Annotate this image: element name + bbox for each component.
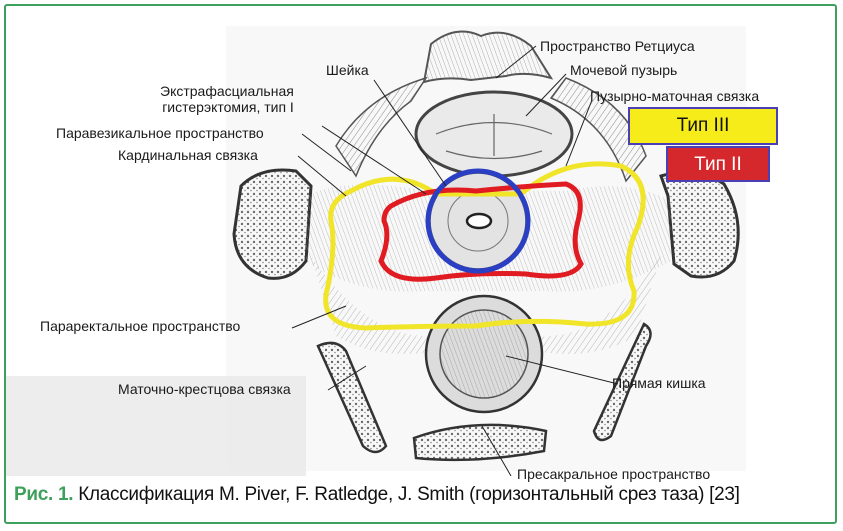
label-paravesical-space: Паравезикальное пространство bbox=[56, 125, 264, 141]
pelvis-cross-section-illustration bbox=[6, 6, 836, 476]
label-rectum: Прямая кишка bbox=[612, 375, 706, 391]
label-pararectal-space: Параректальное пространство bbox=[40, 318, 240, 334]
label-extrafascial-hysterectomy: Экстрафасциальная гистерэктомия, тип I bbox=[160, 83, 294, 115]
label-vesicouterine-ligament: Пузырно-маточная связка bbox=[590, 88, 759, 104]
label-uterosacral-ligament: Маточно-крестцова связка bbox=[118, 381, 291, 397]
label-cervix: Шейка bbox=[326, 62, 369, 78]
label-cardinal-ligament: Кардинальная связка bbox=[118, 147, 258, 163]
figure-number: Рис. 1. bbox=[14, 484, 73, 505]
caption-text: Классификация M. Piver, F. Ratledge, J. … bbox=[73, 484, 739, 505]
figure-caption: Рис. 1. Классификация M. Piver, F. Ratle… bbox=[14, 484, 740, 506]
badge-type-ii: Тип II bbox=[666, 146, 770, 182]
label-bladder: Мочевой пузырь bbox=[570, 62, 677, 78]
label-presacral-space: Пресакральное пространство bbox=[517, 466, 710, 482]
right-ilium bbox=[661, 172, 738, 277]
badge-type-iii: Тип III bbox=[628, 107, 778, 145]
left-ilium bbox=[234, 170, 311, 278]
label-retzius-space: Пространство Ретциуса bbox=[540, 38, 695, 54]
